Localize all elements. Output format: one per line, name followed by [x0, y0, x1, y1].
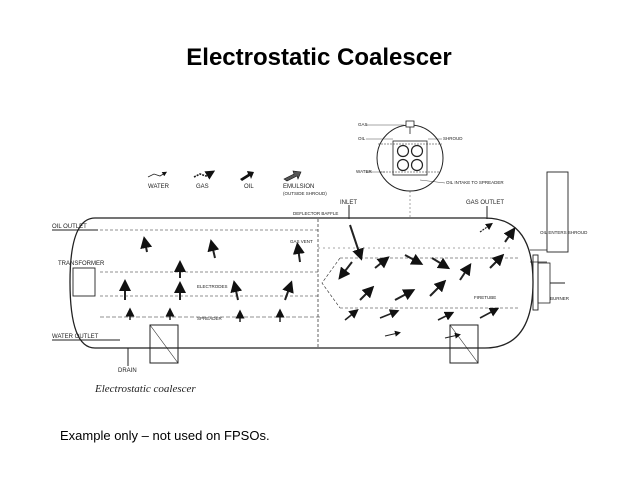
- legend-emulsion-sub: (OUTSIDE SHROUD): [283, 191, 327, 196]
- legend-gas-label: GAS: [196, 184, 209, 190]
- legend-oil-label: OIL: [244, 184, 254, 190]
- electrodes-label: ELECTRODES: [197, 284, 228, 289]
- inset-intake-label: OIL INTAKE TO SPREADER: [446, 180, 504, 185]
- flow-legend: WATER GAS OIL EMULSION (OUTSIDE SHROUD): [147, 170, 327, 196]
- gas-outlet-label: GAS OUTLET: [466, 200, 504, 206]
- deflector-baffle-label: DEFLECTOR BAFFLE: [293, 211, 338, 216]
- water-outlet-label: WATER OUTLET: [52, 334, 99, 340]
- inset-shroud-label: SHROUD: [443, 136, 463, 141]
- inset-water-label: WATER: [356, 169, 372, 174]
- oil-outlet-label: OIL OUTLET: [52, 224, 87, 230]
- water-arrow-icon: [147, 171, 168, 178]
- gas-vent-label: GAS VENT: [290, 239, 313, 244]
- firetube-label: FIRETUBE: [474, 295, 496, 300]
- footnote: Example only – not used on FPSOs.: [60, 428, 270, 443]
- diagram-caption: Electrostatic coalescer: [94, 383, 196, 395]
- inset-cross-section: GAS SHROUD OIL WATER OIL INTAKE TO SPREA…: [356, 120, 504, 192]
- legend-emulsion-label: EMULSION: [283, 184, 314, 190]
- flow-arrows: [119, 222, 516, 339]
- drain-label: DRAIN: [118, 368, 137, 374]
- slide-title: Electrostatic Coalescer: [186, 44, 452, 71]
- gas-arrow-icon: [193, 170, 216, 180]
- transformer-label: TRANSFORMER: [58, 261, 105, 267]
- oil-enters-shroud-label: OIL ENTERS SHROUD: [540, 230, 588, 235]
- vessel-body: [52, 171, 569, 366]
- inset-oil-label: OIL: [358, 136, 366, 141]
- inlet-label: INLET: [340, 200, 357, 206]
- inset-gas-label: GAS: [358, 122, 368, 127]
- emulsion-arrow-icon: [283, 170, 302, 182]
- legend-water-label: WATER: [148, 184, 170, 190]
- oil-arrow-icon: [240, 171, 254, 181]
- spreader-label: SPREADER: [197, 316, 223, 321]
- burner-label: BURNER: [550, 296, 570, 301]
